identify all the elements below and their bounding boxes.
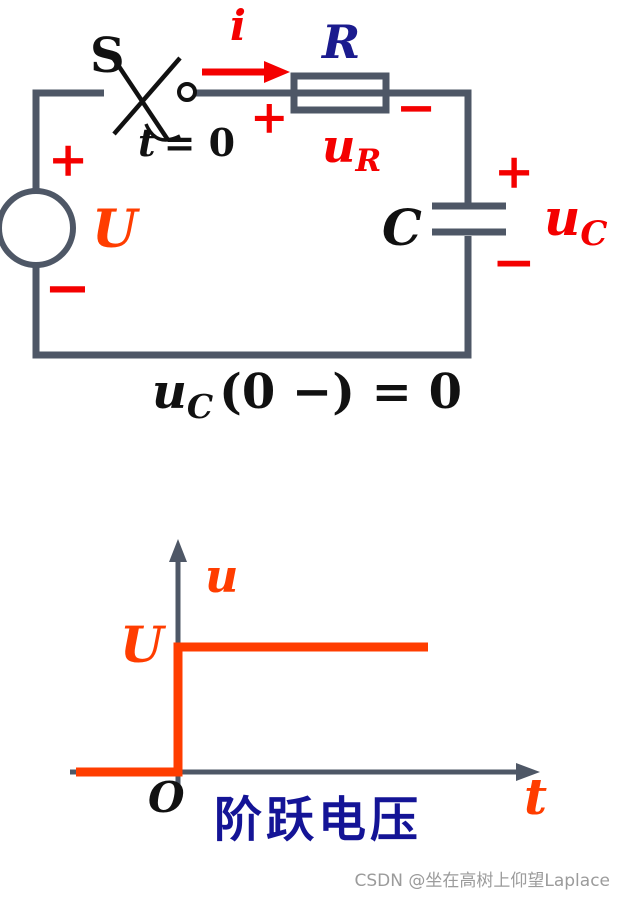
switch-blade <box>110 54 170 142</box>
resistor-voltage-symbol: u <box>322 119 355 173</box>
capacitor-voltage-subscript: C <box>580 214 607 254</box>
initial-condition-rest: (0 −) = 0 <box>219 364 462 420</box>
current-label: i <box>230 1 246 50</box>
initial-condition-subscript: C <box>187 387 213 426</box>
resistor-label: R <box>320 15 360 69</box>
resistor-voltage-plus: + <box>250 90 289 144</box>
switch-label: S <box>90 28 125 84</box>
capacitor-voltage-minus: − <box>492 232 536 293</box>
resistor-voltage-minus: − <box>396 80 436 136</box>
graph-y-label: u <box>205 549 238 603</box>
wire-top-right <box>196 89 472 204</box>
current-arrow-head <box>264 61 290 83</box>
initial-condition: uC(0 −) = 0 <box>152 364 462 426</box>
source-minus: − <box>44 255 91 321</box>
source-label: U <box>92 199 140 260</box>
wire-bottom <box>32 236 472 359</box>
resistor-body <box>290 72 390 114</box>
switch-terminal <box>177 82 197 102</box>
x-axis-arrow <box>516 763 540 781</box>
capacitor-voltage-plus: + <box>494 144 534 200</box>
capacitor-voltage-label: uC <box>544 188 607 254</box>
graph-origin-label: O <box>148 773 185 822</box>
switch-time-label: t= 0 <box>138 120 235 165</box>
switch-motion-hook <box>144 123 181 142</box>
capacitor-voltage-symbol: u <box>544 188 580 247</box>
switch-time-t: t <box>138 120 156 165</box>
switch-time-eq: = 0 <box>164 120 236 165</box>
y-axis-arrow <box>169 539 187 562</box>
resistor-voltage-label: uR <box>322 119 381 179</box>
graph-x-label: t <box>524 767 547 826</box>
capacitor-label: C <box>382 198 422 257</box>
resistor-voltage-subscript: R <box>354 143 381 179</box>
graph-caption: 阶跃电压 <box>214 794 422 847</box>
switch-motion-arrow <box>112 56 182 136</box>
initial-condition-symbol: u <box>152 364 187 420</box>
wire-top-left <box>32 89 104 191</box>
graph-step-level-label: U <box>120 615 167 674</box>
voltage-source-circle <box>0 188 76 268</box>
source-plus: + <box>48 132 88 188</box>
watermark: CSDN @坐在高树上仰望Laplace <box>355 871 611 891</box>
step-function-line <box>76 642 428 777</box>
